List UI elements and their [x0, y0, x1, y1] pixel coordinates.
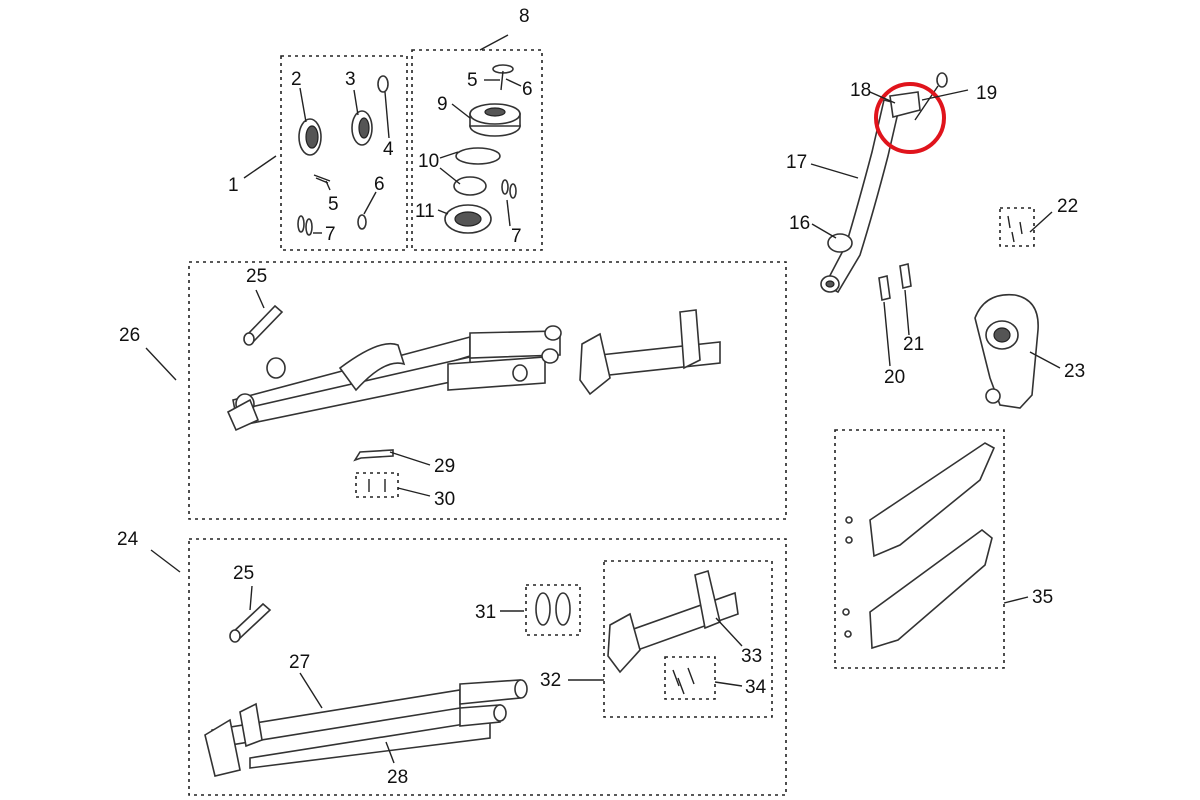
label-17: 17 [786, 152, 807, 173]
label-16: 16 [789, 213, 810, 234]
label-22: 22 [1057, 196, 1078, 217]
bolts-part-30 [368, 479, 386, 492]
fork-tubes-26 [226, 325, 562, 432]
triple-clamp-33 [607, 569, 739, 674]
label-9: 9 [437, 94, 448, 115]
screws-part-22 [1007, 215, 1023, 243]
label-19: 19 [976, 83, 997, 104]
collar-part-18 [889, 91, 921, 118]
label-5b: 5 [467, 70, 478, 91]
box-kit-22 [999, 207, 1035, 247]
clips-part-7b [501, 179, 517, 199]
pin-part-5a [313, 174, 331, 184]
label-11: 11 [415, 201, 435, 222]
bolt-part-5b [492, 64, 514, 91]
box-kit-30 [355, 472, 399, 498]
label-25a: 25 [246, 266, 267, 287]
triple-clamp-26 [579, 309, 721, 396]
label-35: 35 [1032, 587, 1053, 608]
bushing-part-21 [899, 263, 912, 289]
label-18: 18 [850, 80, 871, 101]
label-31: 31 [475, 602, 496, 623]
nut-part-16 [827, 233, 853, 253]
box-kit-32 [603, 560, 773, 718]
leader-lines [145, 34, 1061, 764]
label-7b: 7 [511, 226, 522, 247]
label-1: 1 [228, 175, 239, 196]
label-3: 3 [345, 69, 356, 90]
label-24: 24 [117, 529, 139, 550]
fork-guards-35 [842, 442, 996, 650]
washer-part-6a [357, 214, 367, 230]
stem-part-17 [820, 99, 901, 294]
label-2: 2 [291, 69, 302, 90]
box-fork-24 [188, 538, 787, 796]
callout-labels: 1 2 3 4 5 6 7 8 5 6 9 10 11 7 16 17 18 1… [117, 6, 1085, 788]
seal-part-2 [298, 118, 322, 156]
label-6a: 6 [374, 174, 385, 195]
axle-part-25b [229, 602, 272, 643]
bearing-part-11 [444, 204, 492, 234]
box-kit-1 [280, 55, 408, 251]
label-26: 26 [119, 325, 140, 346]
label-33: 33 [741, 646, 762, 667]
label-7a: 7 [325, 224, 336, 245]
label-32: 32 [540, 670, 561, 691]
label-29: 29 [434, 456, 455, 477]
label-25b: 25 [233, 563, 254, 584]
box-kit-31 [525, 584, 581, 636]
label-27: 27 [289, 652, 310, 673]
label-10: 10 [418, 151, 439, 172]
springs-part-31 [535, 592, 571, 626]
ring-part-4 [377, 75, 389, 93]
label-34: 34 [745, 677, 767, 698]
axle-part-25a [243, 304, 284, 346]
bushing-part-20 [878, 275, 891, 301]
label-21: 21 [903, 334, 924, 355]
box-kit-34 [664, 656, 716, 700]
races-part-10 [453, 147, 501, 196]
label-6b: 6 [522, 79, 533, 100]
seal-part-3 [351, 110, 373, 146]
label-4: 4 [383, 139, 394, 160]
fork-tubes-24 [204, 679, 528, 777]
box-guards-35 [834, 429, 1005, 669]
label-23: 23 [1064, 361, 1085, 382]
bearing-part-9 [469, 103, 521, 137]
label-8: 8 [519, 6, 530, 27]
box-kit-8 [411, 49, 543, 251]
lower-clamp-part-23 [974, 293, 1039, 409]
label-28: 28 [387, 767, 408, 788]
label-30: 30 [434, 489, 455, 510]
clips-part-7a [297, 215, 313, 236]
highlight-circle [874, 82, 946, 154]
bracket-part-29 [353, 449, 394, 462]
bolts-part-34 [672, 667, 695, 695]
label-5a: 5 [328, 194, 339, 215]
label-20: 20 [884, 367, 905, 388]
